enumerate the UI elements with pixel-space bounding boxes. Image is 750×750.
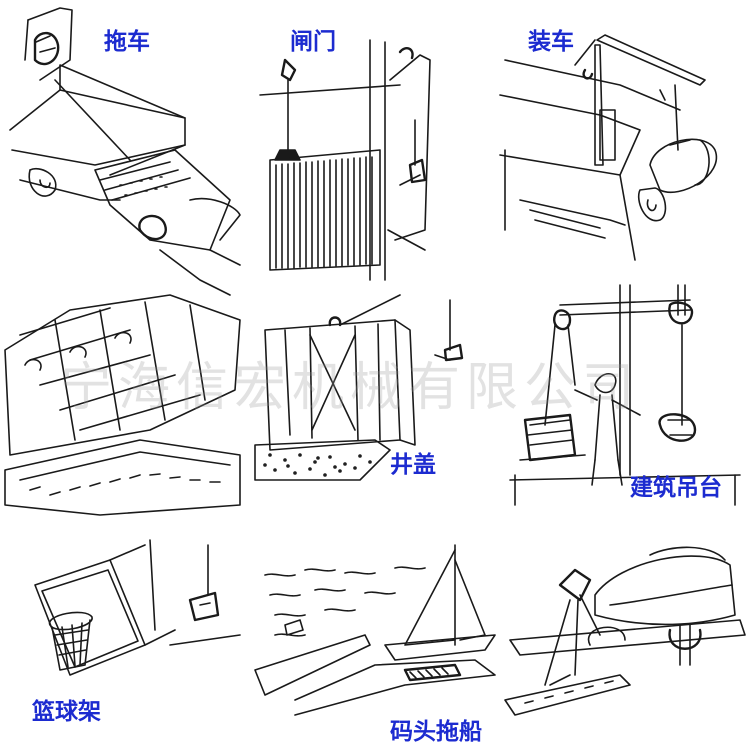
label-basketball-stand: 篮球架 (32, 699, 101, 725)
label-construction-hoist: 建筑吊台 (630, 475, 722, 501)
construction-hoist-illustration (509, 284, 741, 506)
loading-crane-illustration (499, 34, 718, 261)
boat-trailer-illustration (504, 546, 746, 716)
dock-boat-illustration (254, 544, 496, 716)
label-tow-truck: 拖车 (104, 29, 150, 55)
sluice-gate-illustration (259, 39, 431, 281)
manhole-cover-illustration (254, 294, 464, 481)
label-dock-boat-tow: 码头拖船 (390, 719, 482, 745)
basketball-stand-illustration (34, 539, 241, 676)
label-manhole-cover: 井盖 (390, 452, 436, 478)
tow-truck-illustration (9, 7, 241, 296)
label-sluice-gate: 闸门 (290, 29, 336, 55)
company-watermark: 宁海信宏机械有限公司 (60, 358, 641, 418)
label-loading: 装车 (528, 29, 574, 55)
roof-skylight-illustration (4, 294, 241, 516)
